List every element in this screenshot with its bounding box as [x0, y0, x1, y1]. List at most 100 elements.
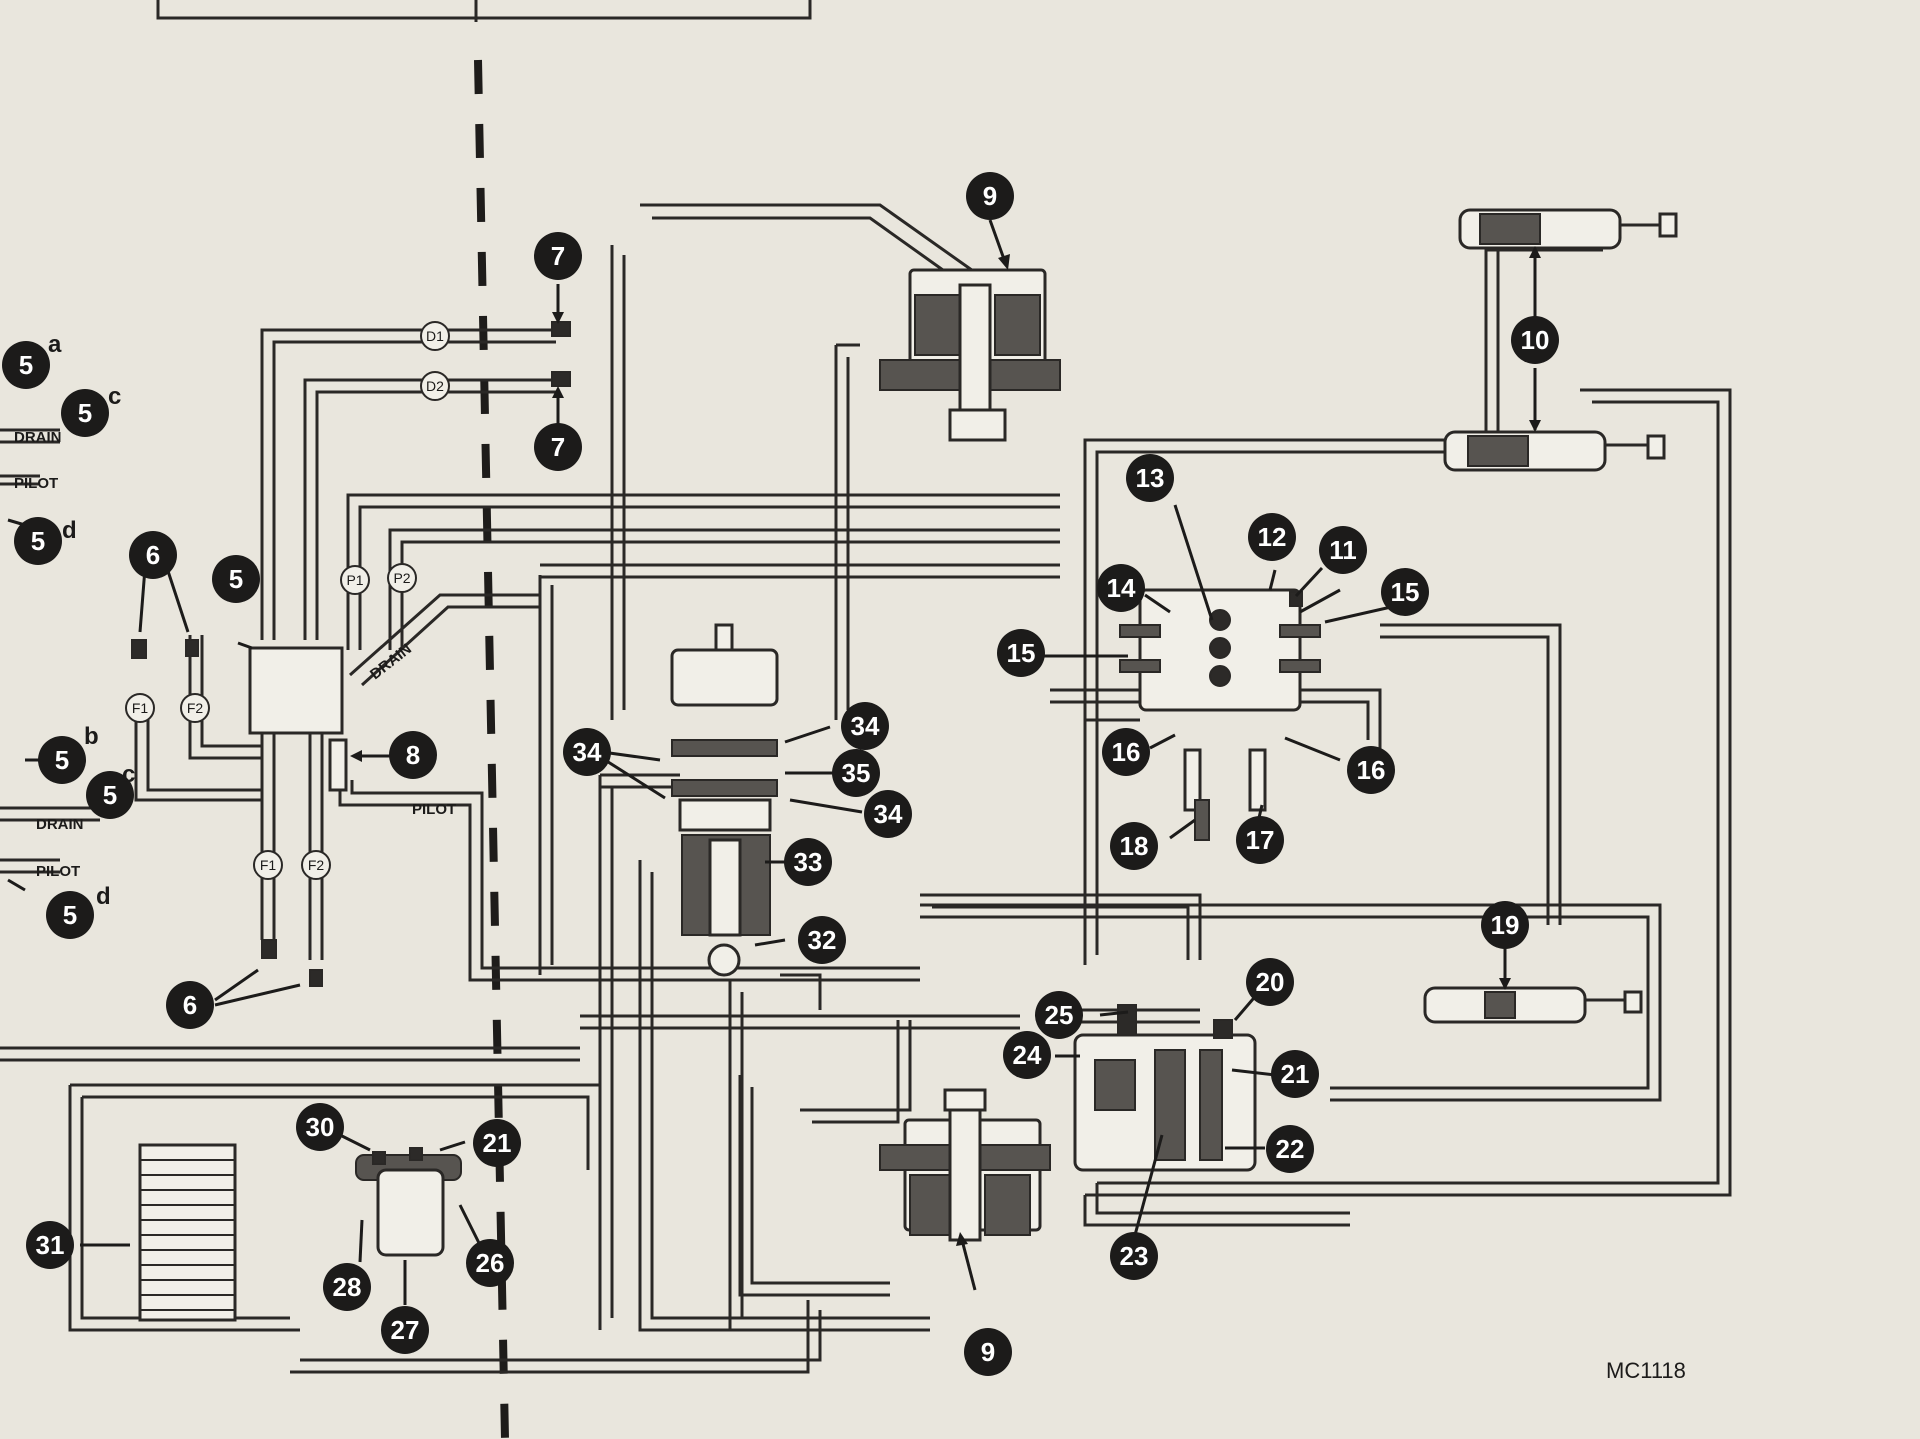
callout-6-top: 6: [129, 531, 177, 579]
svg-text:10: 10: [1521, 325, 1550, 355]
callout-28: 28: [323, 1263, 371, 1311]
svg-text:25: 25: [1045, 1000, 1074, 1030]
svg-text:5: 5: [63, 900, 77, 930]
pump-bottom: [879, 1088, 1051, 1242]
callout-26: 26: [466, 1239, 514, 1287]
port-f2-bottom: F2: [301, 850, 331, 880]
callout-9-bottom: 9: [964, 1328, 1012, 1376]
port-f2-top: F2: [180, 693, 210, 723]
reel-31: [138, 1143, 237, 1322]
svg-text:a: a: [48, 331, 62, 358]
svg-text:33: 33: [794, 847, 823, 877]
control-valve: [1119, 588, 1321, 841]
callout-5b: 5b: [38, 723, 99, 784]
callout-7-bottom: 7: [534, 423, 582, 471]
svg-text:5: 5: [229, 564, 243, 594]
port-f1-top: F1: [125, 693, 155, 723]
svg-text:F2: F2: [187, 700, 204, 716]
leader-arrows: [7, 219, 1541, 1305]
cylinder-middle: [1443, 430, 1666, 472]
cylinder-lower: [1423, 986, 1643, 1024]
callout-27: 27: [381, 1306, 429, 1354]
callout-12: 12: [1248, 513, 1296, 561]
svg-text:F2: F2: [308, 857, 325, 873]
svg-text:D1: D1: [426, 328, 444, 344]
callout-30: 30: [296, 1103, 344, 1151]
callout-10: 10: [1511, 316, 1559, 364]
svg-text:8: 8: [406, 740, 420, 770]
port-p2: P2: [387, 563, 417, 593]
split-line: [474, 59, 509, 1439]
svg-text:15: 15: [1007, 638, 1036, 668]
svg-text:c: c: [122, 761, 135, 788]
svg-text:16: 16: [1112, 737, 1141, 767]
port-labels: D1 D2 P1 P2 F1 F2 F1 F2: [125, 321, 450, 880]
callout-34-bottom: 34: [864, 790, 912, 838]
svg-text:9: 9: [981, 1337, 995, 1367]
callout-8: 8: [389, 731, 437, 779]
valve-assembly-20-25: [1073, 1004, 1257, 1172]
svg-text:5: 5: [55, 745, 69, 775]
callout-21-left: 21: [473, 1119, 521, 1167]
hydraulic-lines: [0, 203, 1732, 1374]
callout-5c-top: 5c: [61, 383, 121, 437]
svg-text:P1: P1: [346, 572, 363, 588]
label-drain-top: DRAIN: [14, 429, 62, 446]
callout-14: 14: [1097, 564, 1145, 612]
svg-text:14: 14: [1107, 573, 1136, 603]
callout-15-left: 15: [997, 629, 1045, 677]
port-d1: D1: [420, 321, 450, 351]
svg-text:6: 6: [146, 540, 160, 570]
label-pilot-bottom: PILOT: [36, 863, 80, 880]
svg-text:P2: P2: [393, 570, 410, 586]
callout-9-top: 9: [966, 172, 1014, 220]
svg-text:5: 5: [31, 526, 45, 556]
callout-32: 32: [798, 916, 846, 964]
svg-text:d: d: [96, 883, 111, 910]
callout-16-left: 16: [1102, 728, 1150, 776]
svg-text:d: d: [62, 517, 77, 544]
svg-text:27: 27: [391, 1315, 420, 1345]
callout-20: 20: [1246, 958, 1294, 1006]
svg-text:34: 34: [573, 737, 602, 767]
callout-31: 31: [26, 1221, 74, 1269]
callout-18: 18: [1110, 822, 1158, 870]
callout-6-bottom: 6: [166, 981, 214, 1029]
svg-text:5: 5: [103, 780, 117, 810]
svg-text:7: 7: [551, 241, 565, 271]
svg-text:34: 34: [874, 799, 903, 829]
port-d2: D2: [420, 371, 450, 401]
label-drain-bottom: DRAIN: [36, 816, 84, 833]
svg-text:9: 9: [983, 181, 997, 211]
svg-text:28: 28: [333, 1272, 362, 1302]
svg-text:D2: D2: [426, 378, 444, 394]
svg-text:30: 30: [306, 1112, 335, 1142]
svg-text:18: 18: [1120, 831, 1149, 861]
svg-text:21: 21: [483, 1128, 512, 1158]
svg-text:6: 6: [183, 990, 197, 1020]
svg-text:21: 21: [1281, 1059, 1310, 1089]
callout-16-right: 16: [1347, 746, 1395, 794]
svg-text:19: 19: [1491, 910, 1520, 940]
svg-text:5: 5: [19, 350, 33, 380]
callout-5-main: 5: [212, 555, 260, 603]
valve-27: [355, 1147, 462, 1257]
svg-text:32: 32: [808, 925, 837, 955]
center-valve-stack: [670, 623, 779, 977]
port-f1-bottom: F1: [253, 850, 283, 880]
svg-text:12: 12: [1258, 522, 1287, 552]
svg-text:F1: F1: [260, 857, 277, 873]
valve-box-5: [248, 646, 348, 792]
svg-text:c: c: [108, 383, 121, 410]
callout-5c-bottom: 5c: [86, 761, 135, 819]
callout-17: 17: [1236, 816, 1284, 864]
svg-text:34: 34: [851, 711, 880, 741]
svg-text:23: 23: [1120, 1241, 1149, 1271]
svg-text:20: 20: [1256, 967, 1285, 997]
label-pilot-top: PILOT: [14, 475, 58, 492]
fittings: [131, 321, 571, 987]
callout-11: 11: [1319, 526, 1367, 574]
label-pilot-mid: PILOT: [412, 801, 456, 818]
